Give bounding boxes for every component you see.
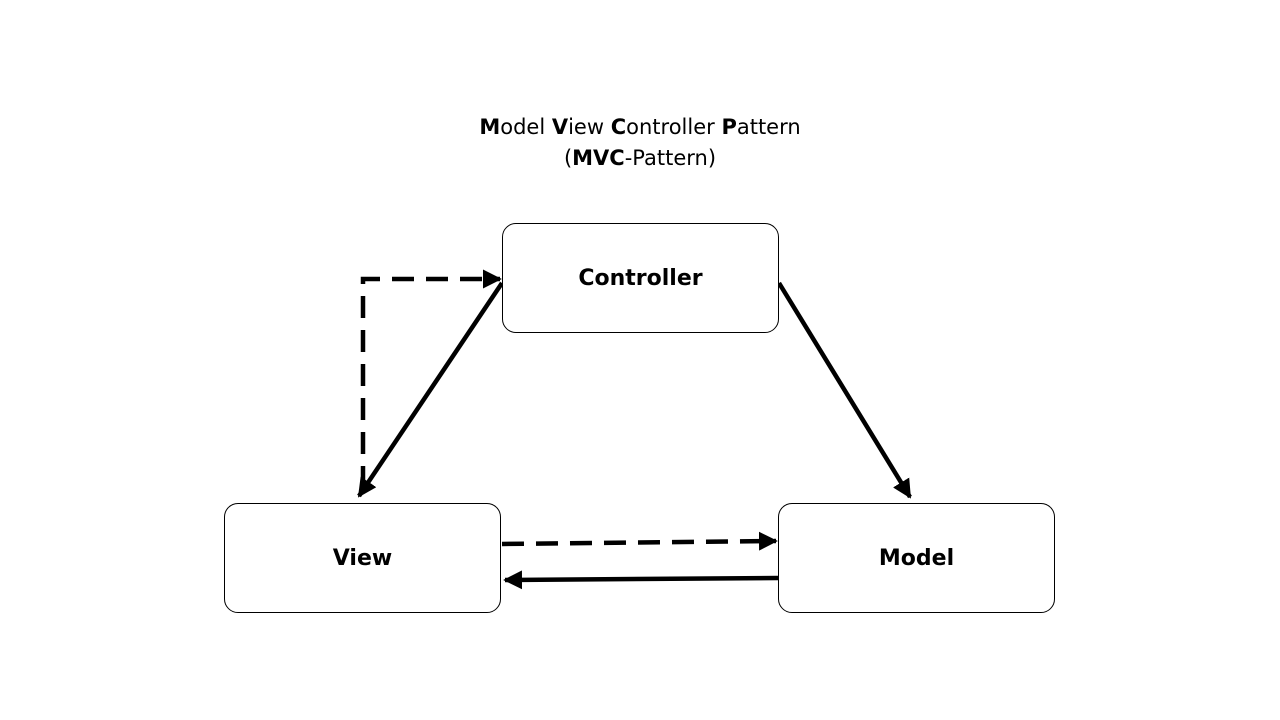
title-open-paren: (	[563, 146, 573, 170]
title-initial-p: P	[721, 115, 737, 139]
title-word-pattern: attern	[736, 115, 801, 139]
model-box: Model	[778, 503, 1055, 613]
title-word-view: iew	[568, 115, 611, 139]
title-suffix: -Pattern)	[624, 146, 717, 170]
view-label: View	[332, 545, 393, 571]
title-word-model: odel	[500, 115, 552, 139]
title-initial-c: C	[610, 115, 627, 139]
title-line-1: Model View Controller Pattern	[340, 112, 940, 143]
model-label: Model	[878, 545, 955, 571]
title-initial-m: M	[479, 115, 501, 139]
title-line-2: (MVC-Pattern)	[340, 143, 940, 174]
title-initial-v: V	[551, 115, 569, 139]
title-word-controller: ontroller	[626, 115, 722, 139]
edge-controller-to-view	[357, 281, 504, 498]
edge-view-to-controller-dashed	[360, 269, 502, 488]
title-abbreviation: MVC	[572, 146, 625, 170]
edge-model-to-view	[503, 570, 779, 590]
diagram-title: Model View Controller Pattern (MVC-Patte…	[340, 112, 940, 174]
edge-view-to-model-dashed	[501, 531, 778, 551]
edge-controller-to-model	[777, 281, 912, 499]
controller-box: Controller	[502, 223, 779, 333]
controller-label: Controller	[578, 265, 703, 291]
view-box: View	[224, 503, 501, 613]
